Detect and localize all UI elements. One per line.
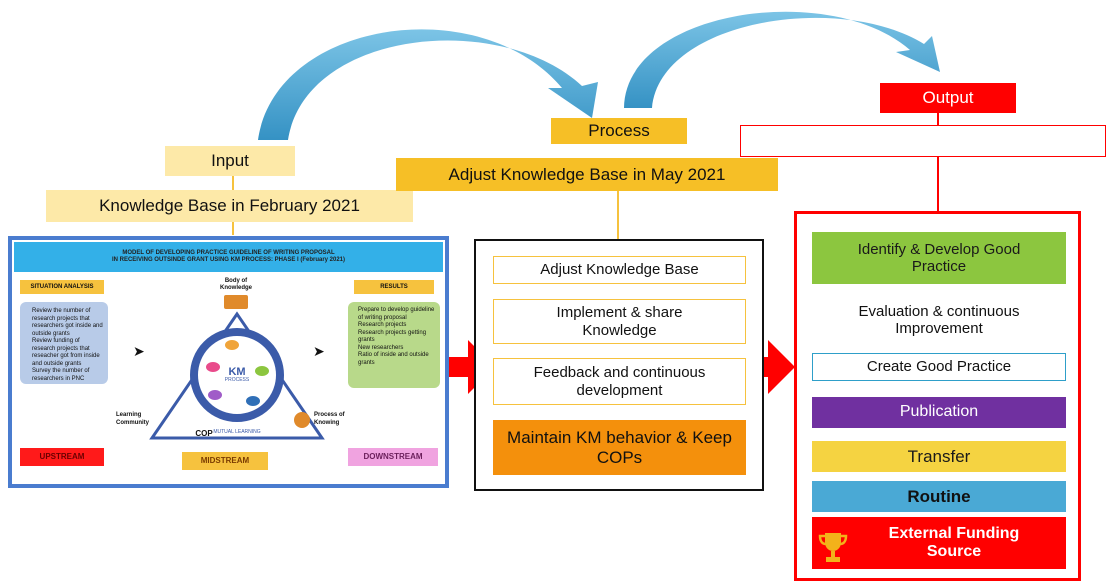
thumbnail-title: MODEL OF DEVELOPING PRACTICE GUIDELINE O… bbox=[122, 250, 335, 257]
km-bubble bbox=[246, 396, 260, 406]
km-text: KM bbox=[228, 365, 246, 378]
body-of-knowledge-label: Body of Knowledge bbox=[219, 277, 252, 292]
output-step-external-funding: External Funding Source bbox=[812, 517, 1066, 569]
thumbnail-title-bar: MODEL OF DEVELOPING PRACTICE GUIDELINE O… bbox=[14, 242, 443, 272]
list-item: Ratio of inside and outside grants bbox=[358, 352, 429, 366]
list-item: New researchers bbox=[358, 344, 404, 351]
process-step-adjust: Adjust Knowledge Base bbox=[493, 256, 746, 284]
learning-community-label: Learning Community bbox=[116, 412, 149, 426]
km-bubble bbox=[225, 340, 239, 350]
km-bubble bbox=[255, 366, 269, 376]
upstream-label: UPSTREAM bbox=[20, 448, 104, 466]
book-icon bbox=[224, 295, 248, 309]
process-step-implement: Implement & share Knowledge bbox=[493, 299, 746, 344]
results-header: RESULTS bbox=[354, 280, 434, 294]
trophy-icon bbox=[818, 533, 848, 562]
list-item: Research projects getting grants bbox=[358, 329, 427, 344]
process-step-maintain: Maintain KM behavior & Keep COPs bbox=[493, 420, 746, 475]
process-label: Process bbox=[551, 118, 687, 144]
input-label: Input bbox=[165, 146, 295, 176]
ring-text: MUTUAL LEARNING bbox=[213, 428, 261, 435]
process-knowledge-base-label: Adjust Knowledge Base in May 2021 bbox=[396, 158, 778, 191]
output-step-transfer: Transfer bbox=[812, 441, 1066, 472]
cop-label: COP bbox=[195, 429, 213, 439]
arrow-right-icon: ➤ bbox=[313, 343, 325, 359]
km-process-center: KM PROCESS bbox=[218, 356, 256, 394]
output-step-create: Create Good Practice bbox=[812, 353, 1066, 381]
km-bubble bbox=[206, 362, 220, 372]
list-item: Review the number of research projects t… bbox=[32, 308, 103, 337]
output-step-evaluation: Evaluation & continuous Improvement bbox=[858, 302, 1020, 337]
list-item: Review funding of research projects that… bbox=[32, 338, 100, 367]
situation-analysis-header: SITUATION ANALYSIS bbox=[20, 280, 104, 294]
output-step-identify: Identify & Develop Good Practice bbox=[812, 232, 1066, 284]
output-step-publication: Publication bbox=[812, 397, 1066, 428]
list-item: Prepare to develop guideline of writing … bbox=[358, 307, 435, 321]
output-label: Output bbox=[880, 83, 1016, 113]
curved-arrow-input-to-process bbox=[258, 29, 598, 140]
block-arrow-input-to-process bbox=[448, 340, 495, 394]
output-empty-box bbox=[740, 125, 1106, 157]
block-arrow-process-to-output bbox=[748, 340, 795, 394]
list-item: Research projects bbox=[358, 322, 407, 328]
process-step-feedback: Feedback and continuous development bbox=[493, 358, 746, 405]
input-knowledge-base-label: Knowledge Base in February 2021 bbox=[46, 190, 413, 222]
thumbnail-subtitle: IN RECEIVING OUTSINDE GRANT USING KM PRO… bbox=[111, 257, 346, 263]
midstream-label: MIDSTREAM bbox=[182, 452, 268, 470]
situation-analysis-box: Review the number of research projects t… bbox=[20, 302, 108, 384]
arrow-right-icon: ➤ bbox=[133, 343, 145, 359]
output-step-routine: Routine bbox=[812, 481, 1066, 512]
downstream-label: DOWNSTREAM bbox=[348, 448, 438, 466]
km-bubble bbox=[208, 390, 222, 400]
process-of-knowing-label: Process of Knowing bbox=[314, 412, 345, 426]
curved-arrow-process-to-output bbox=[624, 11, 940, 108]
results-box: Prepare to develop guideline of writing … bbox=[348, 302, 440, 388]
head-icon bbox=[294, 412, 310, 428]
model-thumbnail: MODEL OF DEVELOPING PRACTICE GUIDELINE O… bbox=[8, 236, 449, 488]
process-text: PROCESS bbox=[224, 377, 250, 384]
list-item: Survey the number of researchers in PNC bbox=[32, 368, 90, 382]
